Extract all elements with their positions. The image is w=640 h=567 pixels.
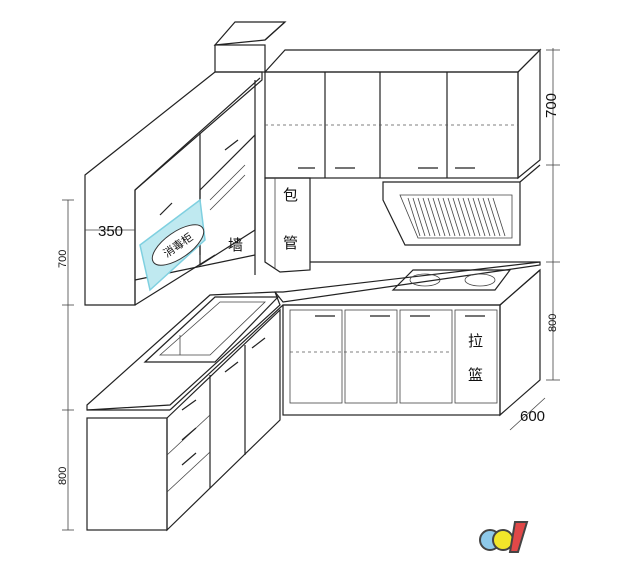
hood-grille-stripe xyxy=(492,197,506,237)
hood-grille-stripe xyxy=(467,197,481,237)
range-hood xyxy=(382,164,541,246)
hood-grille-stripe xyxy=(452,197,466,237)
hood-grille-stripe xyxy=(487,197,501,237)
hood-grille-stripe xyxy=(472,197,486,237)
upper-left-cabinet xyxy=(84,71,263,306)
watermark-logo xyxy=(479,521,529,553)
sink xyxy=(143,296,280,363)
pipe-box xyxy=(264,177,311,273)
hood-grille-stripe xyxy=(457,197,471,237)
hood-grille-stripe xyxy=(427,197,441,237)
left-base-cabinet xyxy=(86,308,281,532)
wall-label: 墙 xyxy=(228,236,243,254)
hood-grille-stripe xyxy=(442,197,456,237)
right-base-cabinet xyxy=(282,268,541,417)
dimension-lines xyxy=(62,48,560,531)
hood-grille-stripe xyxy=(482,197,496,237)
soffit xyxy=(213,21,287,73)
cooktop xyxy=(391,269,512,291)
dim-base-left-height: 800 xyxy=(57,467,69,485)
dim-upper-left-depth: 350 xyxy=(98,223,123,240)
hood-grille-stripe xyxy=(437,197,451,237)
hood-grille-stripe xyxy=(462,197,476,237)
pipe-box-label-2: 管 xyxy=(283,234,298,252)
hood-grille-stripe xyxy=(417,197,431,237)
dim-base-right-height: 800 xyxy=(547,314,559,332)
pipe-box-label-1: 包 xyxy=(283,186,298,204)
hood-grille-stripe xyxy=(477,197,491,237)
hood-grille-stripe xyxy=(422,197,436,237)
dim-upper-left-height: 700 xyxy=(57,250,69,268)
upper-right-cabinet xyxy=(263,48,542,180)
pull-basket-label-1: 拉 xyxy=(468,332,483,350)
pull-basket-label-2: 篮 xyxy=(468,366,483,384)
hood-grille-stripe xyxy=(412,197,426,237)
dim-base-depth: 600 xyxy=(520,408,545,425)
hood-grille-stripe xyxy=(432,197,446,237)
hood-grille-stripe xyxy=(407,197,421,237)
hood-grille-stripe xyxy=(447,197,461,237)
dim-upper-right-height: 700 xyxy=(543,93,560,118)
